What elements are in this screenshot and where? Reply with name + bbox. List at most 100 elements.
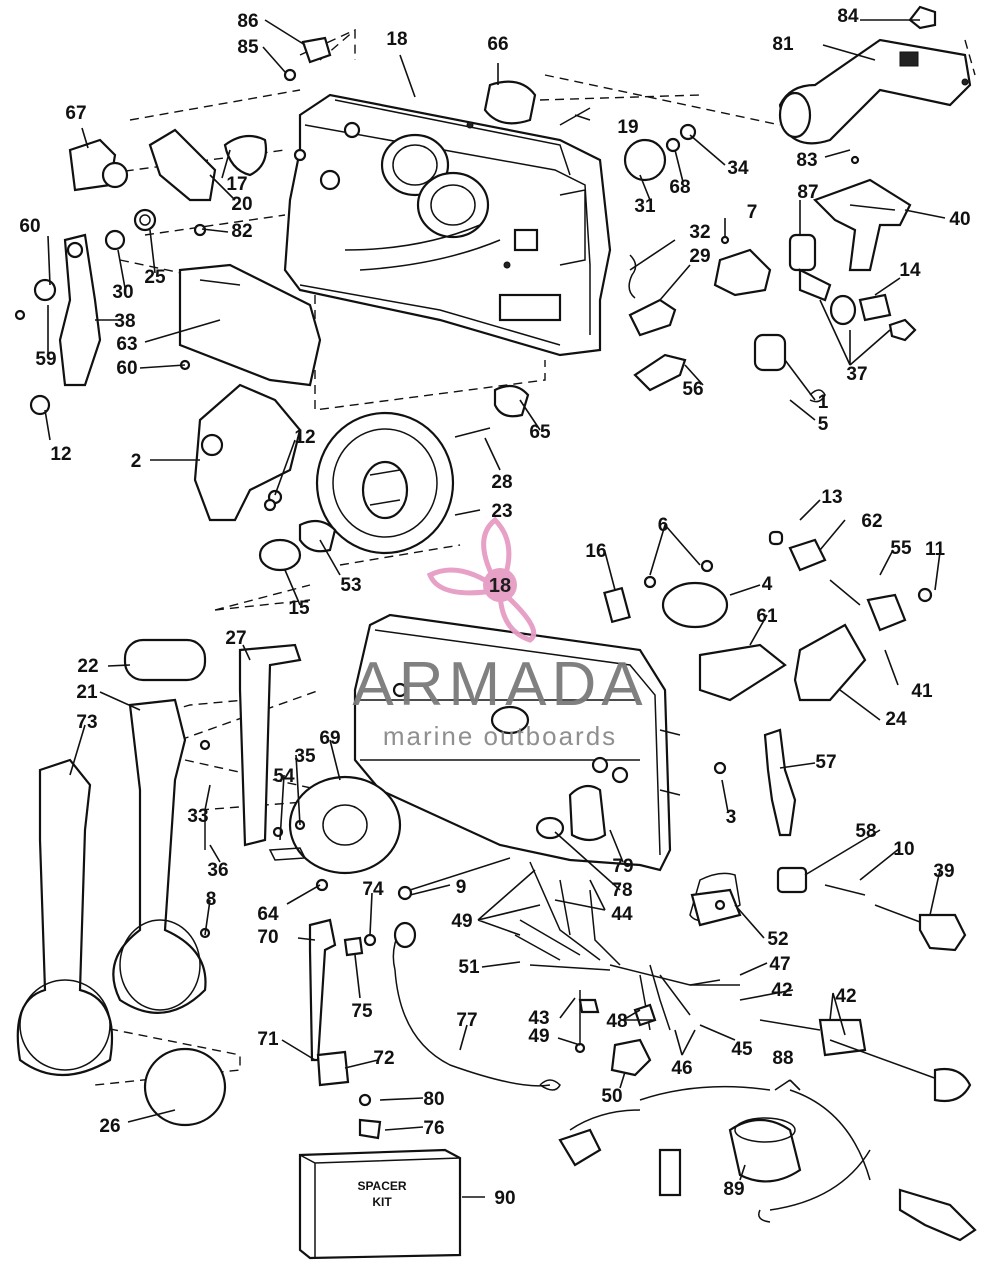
callout-76: 76 [423, 1118, 444, 1139]
callout-3: 3 [726, 807, 737, 828]
callout-50: 50 [601, 1086, 622, 1107]
handle-assemblies [16, 638, 402, 1127]
callout-5: 5 [818, 414, 829, 435]
spacer-kit-label-1: SPACER [357, 1179, 406, 1193]
bracket-40 [813, 178, 912, 272]
callout-43: 43 [528, 1008, 549, 1029]
mid-right-parts [603, 530, 967, 952]
callout-9: 9 [456, 877, 467, 898]
callout-53: 53 [340, 575, 361, 596]
callout-4: 4 [762, 574, 773, 595]
callout-20: 20 [231, 194, 252, 215]
callout-54: 54 [273, 766, 295, 787]
callout-52: 52 [767, 929, 788, 950]
callout-82: 82 [231, 221, 252, 242]
callout-70: 70 [257, 927, 278, 948]
callout-69: 69 [319, 728, 340, 749]
callout-14: 14 [899, 260, 921, 281]
callout-11: 11 [925, 539, 946, 560]
callout-19: 19 [617, 117, 638, 138]
callout-35: 35 [294, 746, 316, 767]
spacer-kit-box: SPACER KIT [298, 1148, 462, 1260]
throttle-arm [778, 5, 972, 145]
callout-59: 59 [35, 349, 56, 370]
callout-90: 90 [494, 1188, 515, 1209]
upper-right-parts [483, 80, 860, 392]
callout-32: 32 [689, 222, 710, 243]
callout-38: 38 [114, 311, 135, 332]
callout-24: 24 [885, 709, 907, 730]
callout-81: 81 [772, 34, 794, 55]
callout-66: 66 [487, 34, 508, 55]
callout-56: 56 [682, 379, 703, 400]
watermark-tagline: marine outboards [383, 721, 617, 751]
callout-17: 17 [226, 174, 247, 195]
control-housing-lower [353, 613, 681, 872]
callout-47: 47 [769, 954, 790, 975]
callout-15: 15 [288, 598, 310, 619]
callout-89: 89 [723, 1179, 744, 1200]
callout-12b: 12 [294, 427, 315, 448]
callout-80: 80 [423, 1089, 444, 1110]
callout-7: 7 [747, 202, 758, 223]
callout-87: 87 [797, 182, 818, 203]
callout-10: 10 [893, 839, 914, 860]
watermark: 18 ARMADA marine outboards [352, 516, 647, 751]
callout-13: 13 [821, 487, 842, 508]
callout-64: 64 [257, 904, 279, 925]
callout-8: 8 [206, 889, 217, 910]
callout-6: 6 [658, 515, 669, 536]
callout-27: 27 [225, 628, 246, 649]
callout-49b: 49 [528, 1026, 549, 1047]
callout-48: 48 [606, 1011, 627, 1032]
callout-39: 39 [933, 861, 954, 882]
watermark-logo-number: 18 [489, 575, 511, 597]
callout-86: 86 [237, 11, 258, 32]
callout-36: 36 [207, 860, 228, 881]
callout-45: 45 [731, 1039, 753, 1060]
callout-21: 21 [76, 682, 98, 703]
callout-61: 61 [756, 606, 778, 627]
callout-60b: 60 [116, 358, 137, 379]
leader-lines [44, 19, 946, 1198]
watermark-propeller-logo: 18 [426, 516, 537, 643]
callout-57: 57 [815, 752, 836, 773]
callout-85: 85 [237, 37, 259, 58]
callout-83: 83 [796, 150, 817, 171]
callout-84: 84 [837, 6, 859, 27]
callout-77: 77 [456, 1010, 477, 1031]
callout-65: 65 [529, 422, 551, 443]
wiring-harness [308, 857, 977, 1242]
watermark-brand: ARMADA [352, 650, 647, 719]
callout-12a: 12 [50, 444, 71, 465]
callout-30: 30 [112, 282, 133, 303]
callout-28: 28 [491, 472, 512, 493]
callout-62: 62 [861, 511, 882, 532]
callout-71: 71 [257, 1029, 279, 1050]
callout-2: 2 [131, 451, 142, 472]
callout-60a: 60 [19, 216, 40, 237]
callout-75: 75 [351, 1001, 373, 1022]
callout-63: 63 [116, 334, 137, 355]
callout-16: 16 [585, 541, 606, 562]
callout-37: 37 [846, 364, 867, 385]
callout-31: 31 [634, 196, 656, 217]
key-switch [713, 233, 917, 403]
callout-1: 1 [818, 392, 829, 413]
callout-22: 22 [77, 656, 98, 677]
callout-58: 58 [855, 821, 876, 842]
spacer-kit-label-2: KIT [372, 1195, 392, 1209]
upper-left-parts [14, 36, 332, 416]
callout-26: 26 [99, 1116, 120, 1137]
callout-49a: 49 [451, 911, 472, 932]
callout-55: 55 [890, 538, 912, 559]
callout-73: 73 [76, 712, 97, 733]
callout-42b: 42 [835, 986, 856, 1007]
callout-23: 23 [491, 501, 512, 522]
callout-44: 44 [611, 904, 633, 925]
callout-42a: 42 [771, 980, 792, 1001]
callout-67: 67 [65, 103, 86, 124]
callout-25: 25 [144, 267, 166, 288]
